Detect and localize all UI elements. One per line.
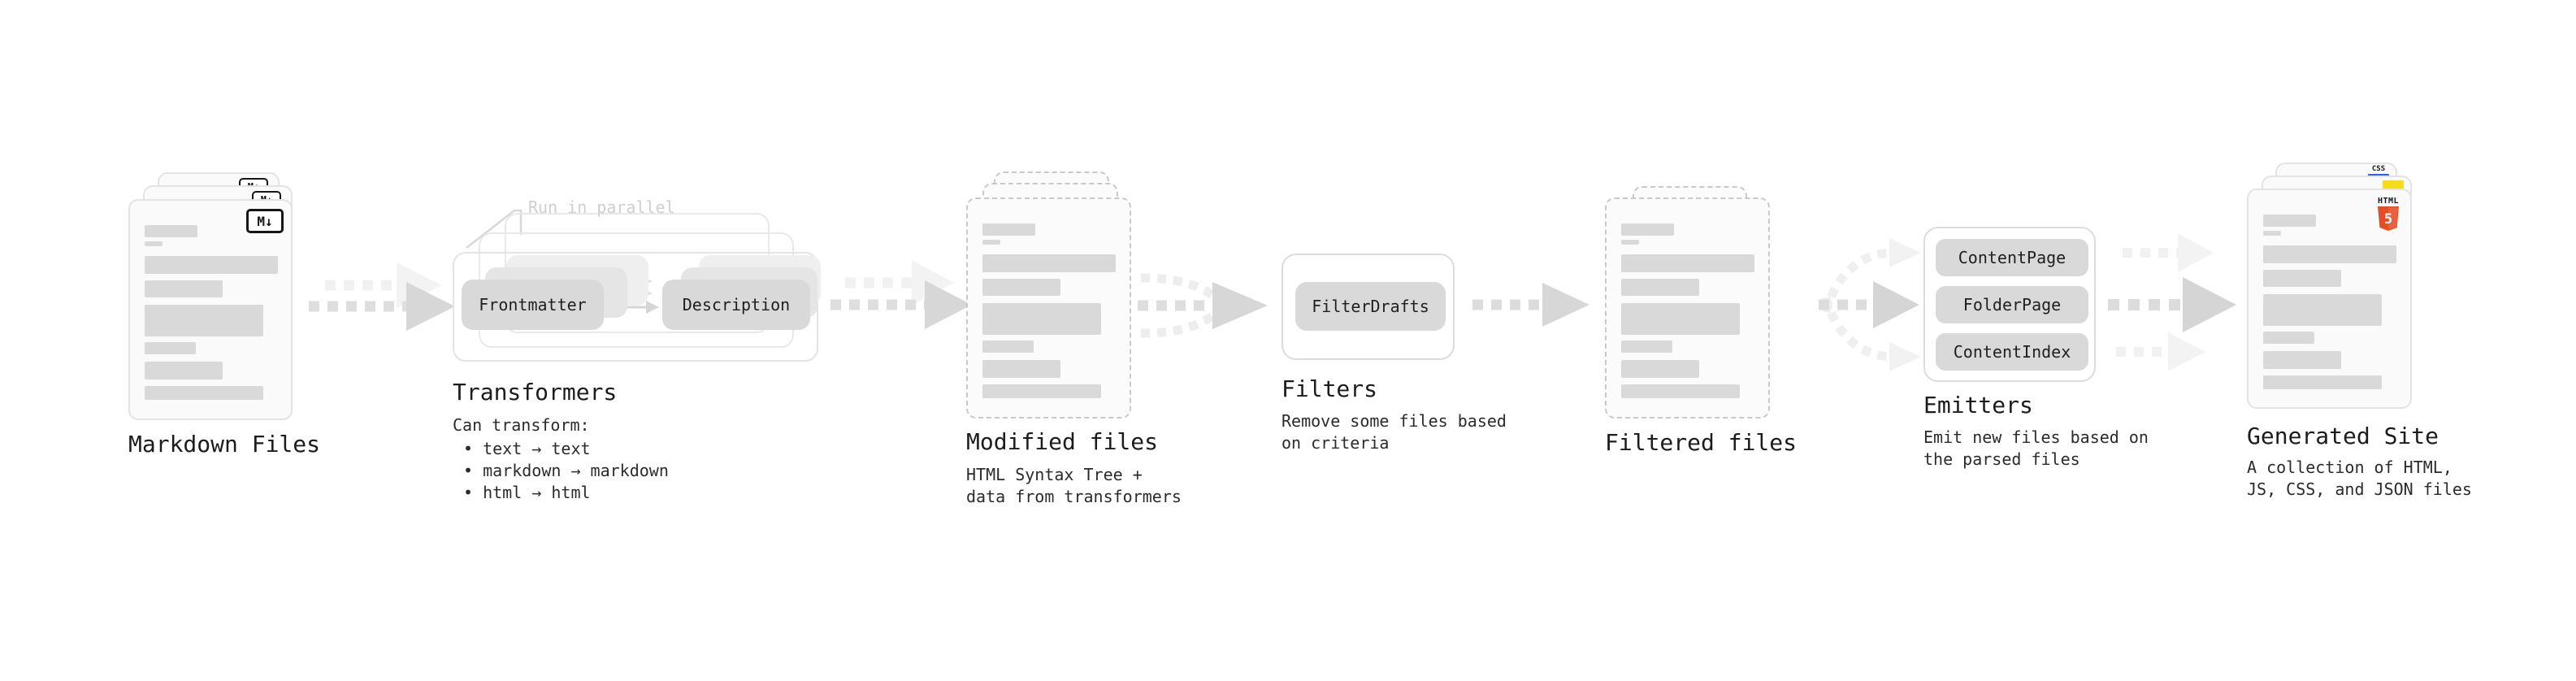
doc-text-line (2263, 231, 2281, 236)
doc-text-lines (1621, 199, 1756, 398)
html5-shield: 5 (2378, 206, 2399, 231)
modified-files-label: Modified files (966, 428, 1159, 455)
doc-text-line (2263, 375, 2383, 389)
doc-text-line (1621, 340, 1673, 353)
doc-text-line (982, 223, 1035, 236)
bullet-item: • html → html (463, 483, 591, 502)
doc-text-lines (145, 201, 280, 400)
doc-text-line (145, 241, 163, 246)
generated-doc-html: HTML 5 (2247, 189, 2412, 409)
emitters-label: Emitters (1923, 392, 2033, 419)
arrow-emitters-to-generated (2108, 233, 2236, 371)
emitters-description: Emit new files based on the parsed files (1923, 427, 2149, 469)
doc-text-line (982, 240, 1000, 245)
contentpage-pill: ContentPage (1936, 239, 2088, 276)
doc-text-line (982, 254, 1117, 272)
arrow-markdown-to-transformers (309, 262, 455, 331)
folderpage-pill: FolderPage (1936, 286, 2088, 323)
generated-site-label: Generated Site (2247, 423, 2439, 449)
filters-panel: FilterDrafts (1281, 254, 1455, 360)
doc-text-line (145, 386, 264, 400)
doc-text-line (145, 362, 223, 380)
description-pill: Description (662, 280, 810, 330)
filters-description: Remove some files based on criteria (1281, 411, 1507, 453)
doc-text-line (2263, 215, 2316, 227)
modified-files-description: HTML Syntax Tree + data from transformer… (966, 465, 1182, 506)
doc-text-line (1621, 223, 1674, 236)
markdown-icon: M↓ (246, 209, 284, 233)
emitters-panel: ContentPage FolderPage ContentIndex (1923, 227, 2096, 382)
html5-icon: HTML 5 (2376, 197, 2400, 234)
arrow-filters-to-filtered (1472, 283, 1589, 327)
doc-text-line (982, 384, 1102, 398)
doc-text-line (2263, 332, 2315, 344)
transformers-label: Transformers (453, 379, 618, 406)
doc-text-line (1621, 279, 1700, 296)
doc-text-line (1621, 240, 1639, 245)
doc-text-line (145, 256, 279, 274)
doc-text-line (1621, 360, 1700, 378)
modified-doc-front (966, 197, 1131, 419)
filtered-doc-front (1605, 197, 1770, 419)
doc-text-line (982, 360, 1061, 378)
markdown-files-label: Markdown Files (128, 431, 321, 458)
filtered-files-label: Filtered files (1605, 429, 1798, 456)
doc-text-line (1621, 254, 1755, 272)
bullet-item: • markdown → markdown (463, 461, 669, 480)
doc-text-line (2263, 270, 2342, 287)
doc-text-line (2263, 294, 2383, 326)
arrow-transformers-to-modified (830, 260, 972, 329)
arrow-filtered-to-emitters (1819, 238, 1921, 371)
doc-text-line (145, 342, 197, 354)
doc-text-line (2263, 351, 2342, 369)
doc-text-lines (982, 199, 1117, 398)
arrow-modified-to-filters (1138, 273, 1268, 338)
run-in-parallel-note: Run in parallel (528, 197, 675, 217)
svg-text:5: 5 (2384, 211, 2392, 228)
bullet-item: • text → text (463, 439, 591, 458)
doc-text-line (982, 303, 1102, 335)
doc-text-line (1621, 303, 1741, 335)
transformers-subtitle: Can transform: (453, 415, 590, 435)
transformer-layer-front (453, 252, 818, 362)
filterdrafts-pill: FilterDrafts (1295, 282, 1446, 331)
doc-text-line (145, 305, 264, 336)
doc-text-line (145, 225, 197, 237)
doc-text-lines (2263, 190, 2398, 389)
doc-text-line (145, 280, 223, 297)
frontmatter-pill: Frontmatter (462, 280, 604, 330)
markdown-doc-front: M↓ (128, 199, 293, 420)
doc-text-line (982, 279, 1061, 296)
doc-text-line (1621, 384, 1741, 398)
contentindex-pill: ContentIndex (1936, 333, 2088, 371)
transformers-bullets: • text → text • markdown → markdown • ht… (463, 438, 669, 504)
doc-text-line (2263, 245, 2397, 263)
filters-label: Filters (1281, 375, 1378, 402)
generated-site-description: A collection of HTML, JS, CSS, and JSON … (2247, 458, 2472, 499)
javascript-icon (2383, 180, 2404, 190)
doc-text-line (982, 340, 1034, 353)
